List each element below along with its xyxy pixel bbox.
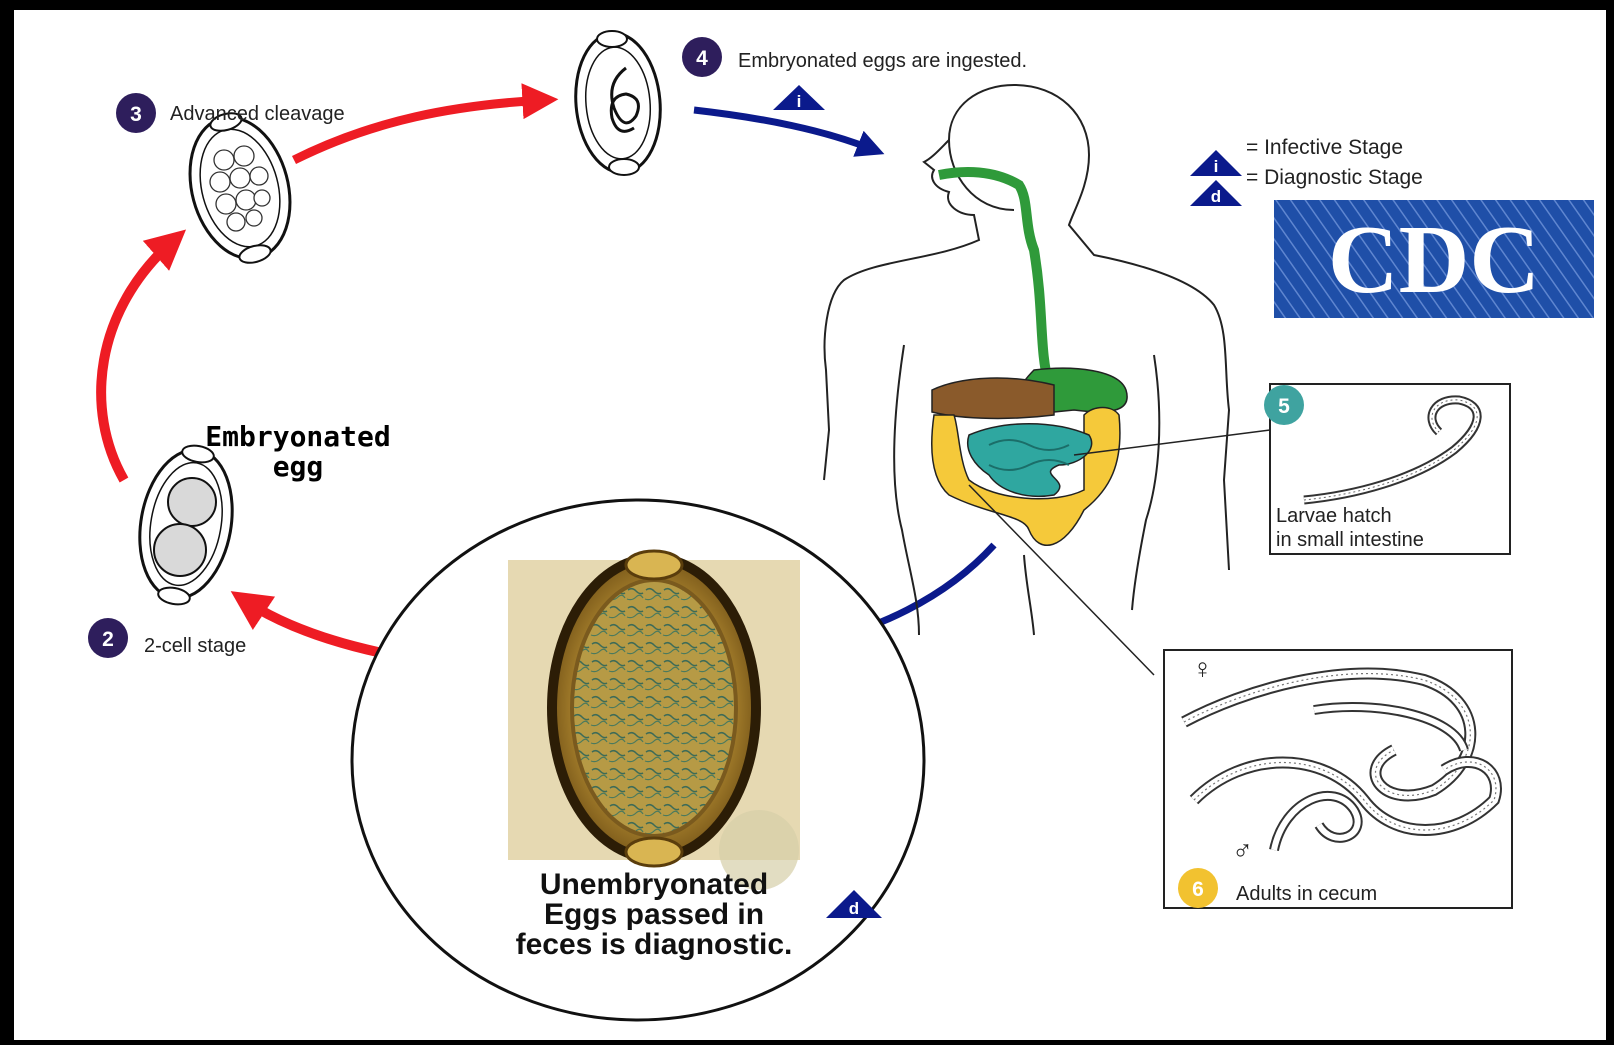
legend-diagnostic-label: = Diagnostic Stage bbox=[1246, 166, 1423, 189]
arrow-2-to-embryonated bbox=[101, 240, 174, 480]
egg-embryonated-larva bbox=[570, 30, 666, 177]
stage-5-label-line1: Larvae hatch bbox=[1276, 505, 1392, 527]
human-figure bbox=[824, 85, 1229, 635]
stage-6-number: 6 bbox=[1192, 878, 1204, 901]
svg-text:i: i bbox=[797, 92, 802, 111]
female-symbol: ♀ bbox=[1192, 653, 1213, 684]
egg-two-cell bbox=[129, 442, 244, 606]
arrow-4-to-human bbox=[694, 110, 874, 150]
stage-2-number: 2 bbox=[102, 628, 114, 651]
svg-text:i: i bbox=[1214, 157, 1219, 176]
stage-5-label-line2: in small intestine bbox=[1276, 529, 1424, 551]
diagnostic-text-line1: Unembryonated bbox=[540, 868, 768, 901]
embryonated-egg-line1: Embryonated bbox=[205, 420, 390, 453]
stage-3-number: 3 bbox=[130, 103, 142, 126]
infective-marker: i bbox=[773, 85, 825, 111]
cdc-logo: CDC bbox=[1274, 200, 1594, 318]
legend: i = Infective Stage d = Diagnostic Stage bbox=[1190, 136, 1423, 206]
stage-4: 4 Embryonated eggs are ingested. bbox=[682, 37, 1027, 77]
egg-photomicrograph bbox=[508, 551, 800, 890]
stage-4-number: 4 bbox=[696, 47, 708, 70]
egg-advanced-cleavage bbox=[175, 106, 305, 270]
stage-4-label: Embryonated eggs are ingested. bbox=[738, 50, 1027, 72]
diagnostic-text-line3: feces is diagnostic. bbox=[516, 928, 793, 961]
legend-infective-label: = Infective Stage bbox=[1246, 136, 1403, 159]
stage-3-label: Advanced cleavage bbox=[170, 103, 345, 125]
stage-2-label: 2-cell stage bbox=[144, 635, 246, 657]
lifecycle-diagram: CDC i = Infective Stage d = Diagnostic S… bbox=[14, 10, 1606, 1040]
diagram-canvas: CDC i = Infective Stage d = Diagnostic S… bbox=[14, 10, 1606, 1040]
stage-5-number: 5 bbox=[1278, 395, 1290, 418]
inset-adults bbox=[1164, 650, 1512, 908]
embryonated-egg-line2: egg bbox=[273, 450, 324, 483]
digestive-tract bbox=[932, 172, 1127, 545]
svg-text:d: d bbox=[849, 899, 859, 918]
male-symbol: ♂ bbox=[1232, 835, 1253, 866]
stage-6-label: Adults in cecum bbox=[1236, 883, 1377, 905]
stage-2: 2 2-cell stage bbox=[88, 618, 246, 658]
cdc-logo-text: CDC bbox=[1328, 206, 1540, 314]
diagnostic-text-line2: Eggs passed in bbox=[544, 898, 764, 931]
svg-text:d: d bbox=[1211, 187, 1221, 206]
